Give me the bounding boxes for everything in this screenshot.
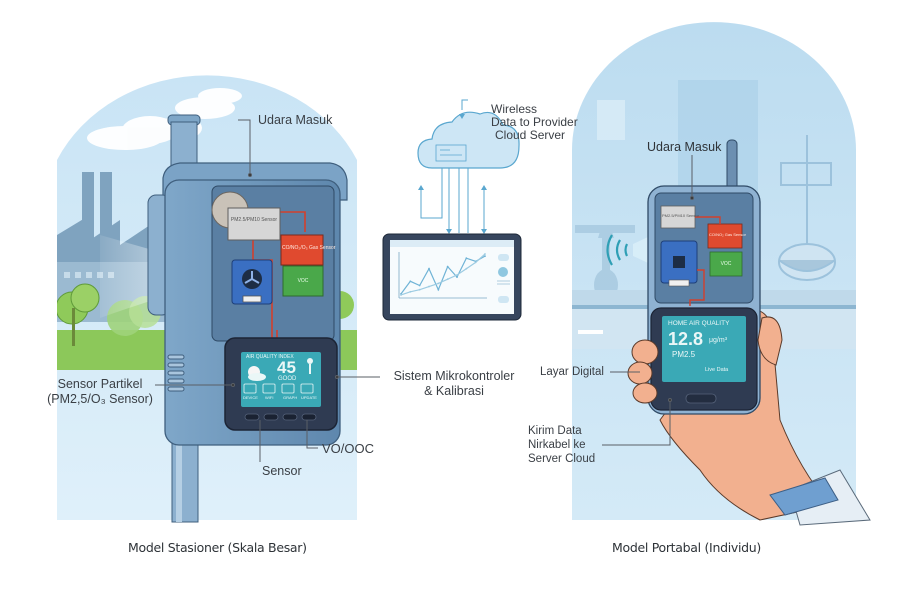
label-send-wireless: Kirim Data Nirkabel ke Server Cloud — [528, 424, 595, 466]
portable-display-unit: μg/m³ — [709, 337, 728, 344]
gas-module-label: CO/NO₂/O₃ Gas Sensor — [282, 245, 336, 251]
label-wireless-cloud: Wireless Data to Provider Cloud Server — [491, 103, 578, 142]
label-wireless-line2: Data to Provider — [491, 115, 578, 129]
chart-point — [474, 261, 477, 264]
hand-fingers — [627, 316, 783, 404]
hw-button-2 — [263, 413, 279, 421]
thermometer-icon — [307, 358, 313, 374]
chart-point — [484, 253, 486, 255]
label-particle-sensor: Sensor Partikel (PM2,5/O₃ Sensor) — [40, 377, 160, 407]
hw-button-3 — [282, 413, 298, 421]
aqi-title: AIR QUALITY INDEX — [246, 354, 294, 360]
label-air-intake-portable: Udara Masuk — [647, 140, 722, 154]
label-microcontroller: Sistem Mikrokontroler & Kalibrasi — [384, 369, 524, 399]
label-digital-screen: Layar Digital — [540, 366, 604, 378]
chart-point — [465, 257, 468, 260]
portable-monitor — [647, 139, 761, 415]
caption-portable-model: Model Portabal (Individu) — [612, 540, 761, 555]
chart-series-reading-a — [400, 255, 486, 295]
chart-point — [418, 288, 421, 291]
chart-point — [400, 294, 402, 296]
portable-home-button — [685, 393, 717, 404]
chart-point — [409, 290, 412, 293]
label-particle-sensor-line1: Sensor Partikel — [57, 377, 143, 391]
portable-pm-module-label: PM2.5/PM10 Sensor — [662, 213, 699, 218]
display-btn-wifi: WIFI — [265, 395, 274, 400]
label-vo-ooc: VO/OOC — [322, 441, 375, 456]
graph-icon — [281, 383, 295, 394]
chart-point — [446, 265, 449, 268]
stationary-leader-lines — [155, 119, 380, 462]
chart-point — [437, 288, 440, 291]
chart-point — [456, 276, 458, 278]
hw-button-4 — [301, 413, 317, 421]
label-air-intake-stationary: Udara Masuk — [258, 113, 333, 127]
portable-display-pollutant: PM2.5 — [672, 350, 696, 359]
portable-display-footer: Live Data — [705, 367, 729, 373]
wifi-icon — [262, 383, 276, 394]
chart-point — [446, 278, 449, 281]
chart-point — [456, 274, 458, 276]
label-send-line3: Server Cloud — [528, 453, 596, 465]
chart-point — [428, 285, 430, 288]
pm-module-label: PM2.5/PM10 Sensor — [230, 217, 278, 223]
voc-sensor-module — [282, 265, 324, 297]
chart-point — [418, 284, 421, 287]
cloud-data-links — [420, 99, 485, 233]
portable-display-title: HOME AIR QUALITY — [668, 320, 730, 327]
gas-sensor-module — [280, 234, 324, 266]
label-particle-sensor-line2: (PM2,5/O₃ Sensor) — [47, 392, 153, 406]
voc-module-label: VOC — [297, 278, 309, 284]
label-microcontroller-line1: Sistem Mikrokontroler — [393, 369, 515, 383]
chart-point — [465, 267, 468, 270]
aqi-value: 45 — [277, 358, 296, 377]
chart-point — [428, 267, 430, 270]
label-wireless-line3: Cloud Server — [495, 128, 566, 142]
chart-point — [437, 282, 440, 285]
label-microcontroller-line2: & Kalibrasi — [424, 384, 484, 398]
chart-point — [484, 255, 486, 257]
cloud-server-icon — [417, 111, 520, 169]
device-icon — [243, 383, 257, 394]
display-btn-graph: GRAPH — [283, 395, 298, 400]
display-btn-update: UPDATE — [301, 395, 317, 400]
label-wireless-line1: Wireless — [491, 102, 538, 116]
portable-gas-module-label: CO/NO₂ Gas Sensor — [709, 232, 746, 237]
portable-display-value: 12.8 — [668, 329, 704, 349]
tablet-line-chart — [400, 253, 486, 296]
hw-button-1 — [244, 413, 260, 421]
chart-series-trend — [400, 253, 486, 296]
weather-icon — [248, 366, 266, 381]
caption-stationary-model: Model Stasioner (Skala Besar) — [128, 540, 307, 555]
wireless-signal-icon — [606, 234, 629, 266]
portable-leader-lines — [602, 155, 694, 446]
label-send-line2: Nirkabel ke — [528, 439, 586, 451]
portable-voc-module-label: VOC — [720, 261, 732, 267]
chart-point — [409, 280, 412, 283]
display-btn-device: DEVICE — [243, 395, 258, 400]
update-icon — [300, 383, 314, 394]
aqi-status: GOOD — [278, 376, 297, 382]
lab-stand-right — [778, 135, 836, 281]
fan-module — [231, 259, 273, 305]
label-send-line1: Kirim Data — [528, 425, 582, 437]
stationary-display — [224, 337, 338, 431]
label-sensor: Sensor — [262, 464, 302, 478]
pm-sensor-module — [227, 207, 281, 241]
